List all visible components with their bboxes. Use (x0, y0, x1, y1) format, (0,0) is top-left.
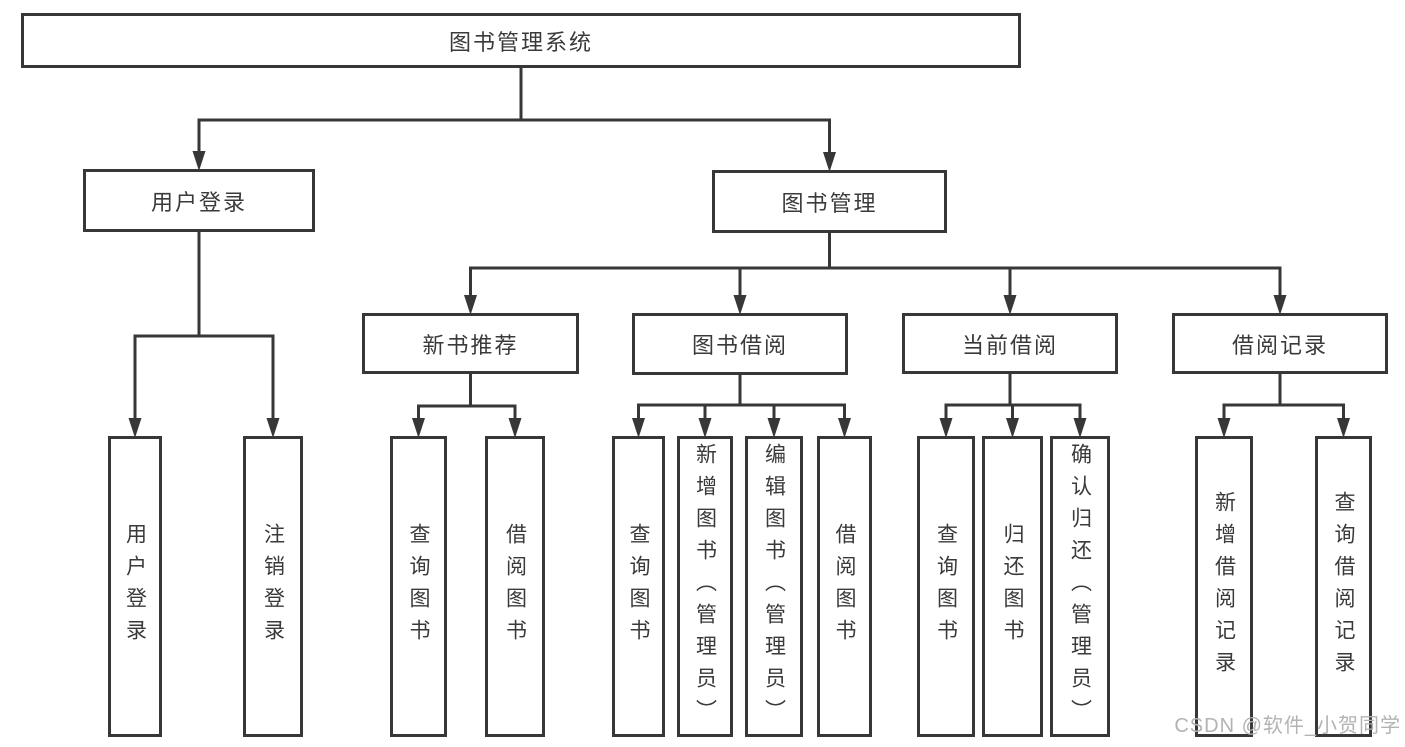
node-label: 查询图书 (407, 522, 430, 651)
arrowhead-icon (128, 418, 142, 438)
arrowhead-icon (632, 418, 645, 438)
node-label: 当前借阅 (961, 332, 1058, 358)
node-leaf-br-add: 新增借阅记录 (1195, 436, 1253, 737)
arrowhead-icon (1337, 418, 1350, 438)
node-leaf-cb-query: 查询图书 (917, 436, 975, 737)
node-label: 查询图书 (934, 522, 958, 651)
arrowhead-icon (266, 418, 280, 438)
node-leaf-login: 用户登录 (108, 436, 162, 737)
watermark: CSDN @软件_小贺同学 (1174, 715, 1401, 737)
arrowhead-icon (1273, 295, 1287, 315)
arrowhead-icon (508, 418, 522, 438)
node-label: 用户登录 (150, 189, 247, 215)
node-label: 注销登录 (261, 522, 285, 651)
node-label: 图书管理 (781, 190, 878, 216)
node-current-borrow: 当前借阅 (902, 313, 1118, 374)
node-label: 归还图书 (1001, 522, 1024, 651)
node-label: 查询图书 (627, 522, 650, 651)
node-label: 借阅记录 (1231, 332, 1328, 358)
node-leaf-bb-borrow: 借阅图书 (817, 436, 872, 737)
node-label: 用户登录 (123, 522, 147, 651)
arrowhead-icon (939, 418, 953, 438)
arrowhead-icon (838, 418, 851, 438)
arrowhead-icon (1003, 295, 1017, 315)
node-leaf-nbr-query: 查询图书 (390, 436, 447, 737)
node-label: 确认归还（管理员） (1068, 442, 1092, 731)
node-new-book-rec: 新书推荐 (362, 313, 579, 374)
arrowhead-icon (412, 418, 425, 438)
node-leaf-bb-query: 查询图书 (612, 436, 665, 737)
node-label: 新增借阅记录 (1212, 490, 1236, 683)
node-leaf-nbr-borrow: 借阅图书 (485, 436, 545, 737)
node-label: 查询借阅记录 (1332, 490, 1355, 683)
arrowhead-icon (823, 152, 836, 172)
node-label: 借阅图书 (833, 522, 856, 651)
node-label: 编辑图书（管理员） (762, 442, 786, 731)
node-book-borrow: 图书借阅 (632, 313, 848, 375)
node-root: 图书管理系统 (21, 13, 1021, 68)
node-book-mgmt: 图书管理 (712, 170, 947, 233)
arrowhead-icon (1217, 418, 1231, 438)
node-label: 借阅图书 (503, 522, 527, 651)
node-leaf-bb-edit: 编辑图书（管理员） (745, 436, 803, 737)
node-label: 图书管理系统 (448, 29, 593, 55)
arrowhead-icon (733, 295, 747, 315)
arrowhead-icon (1006, 418, 1019, 438)
arrowhead-icon (464, 295, 477, 315)
node-label: 图书借阅 (691, 333, 788, 358)
arrowhead-icon (192, 151, 206, 171)
arrowhead-icon (767, 418, 781, 438)
node-borrow-records: 借阅记录 (1172, 313, 1388, 374)
node-user-login: 用户登录 (83, 169, 315, 232)
arrowhead-icon (698, 418, 712, 438)
node-label: 新增图书（管理员） (693, 442, 717, 731)
node-leaf-bb-add: 新增图书（管理员） (677, 436, 733, 737)
node-leaf-br-query: 查询借阅记录 (1315, 436, 1372, 737)
node-label: 新书推荐 (422, 332, 519, 358)
arrowhead-icon (1073, 418, 1087, 438)
node-leaf-cb-return: 归还图书 (982, 436, 1043, 737)
node-leaf-cb-confirm: 确认归还（管理员） (1050, 436, 1110, 737)
node-leaf-logout: 注销登录 (243, 436, 303, 737)
